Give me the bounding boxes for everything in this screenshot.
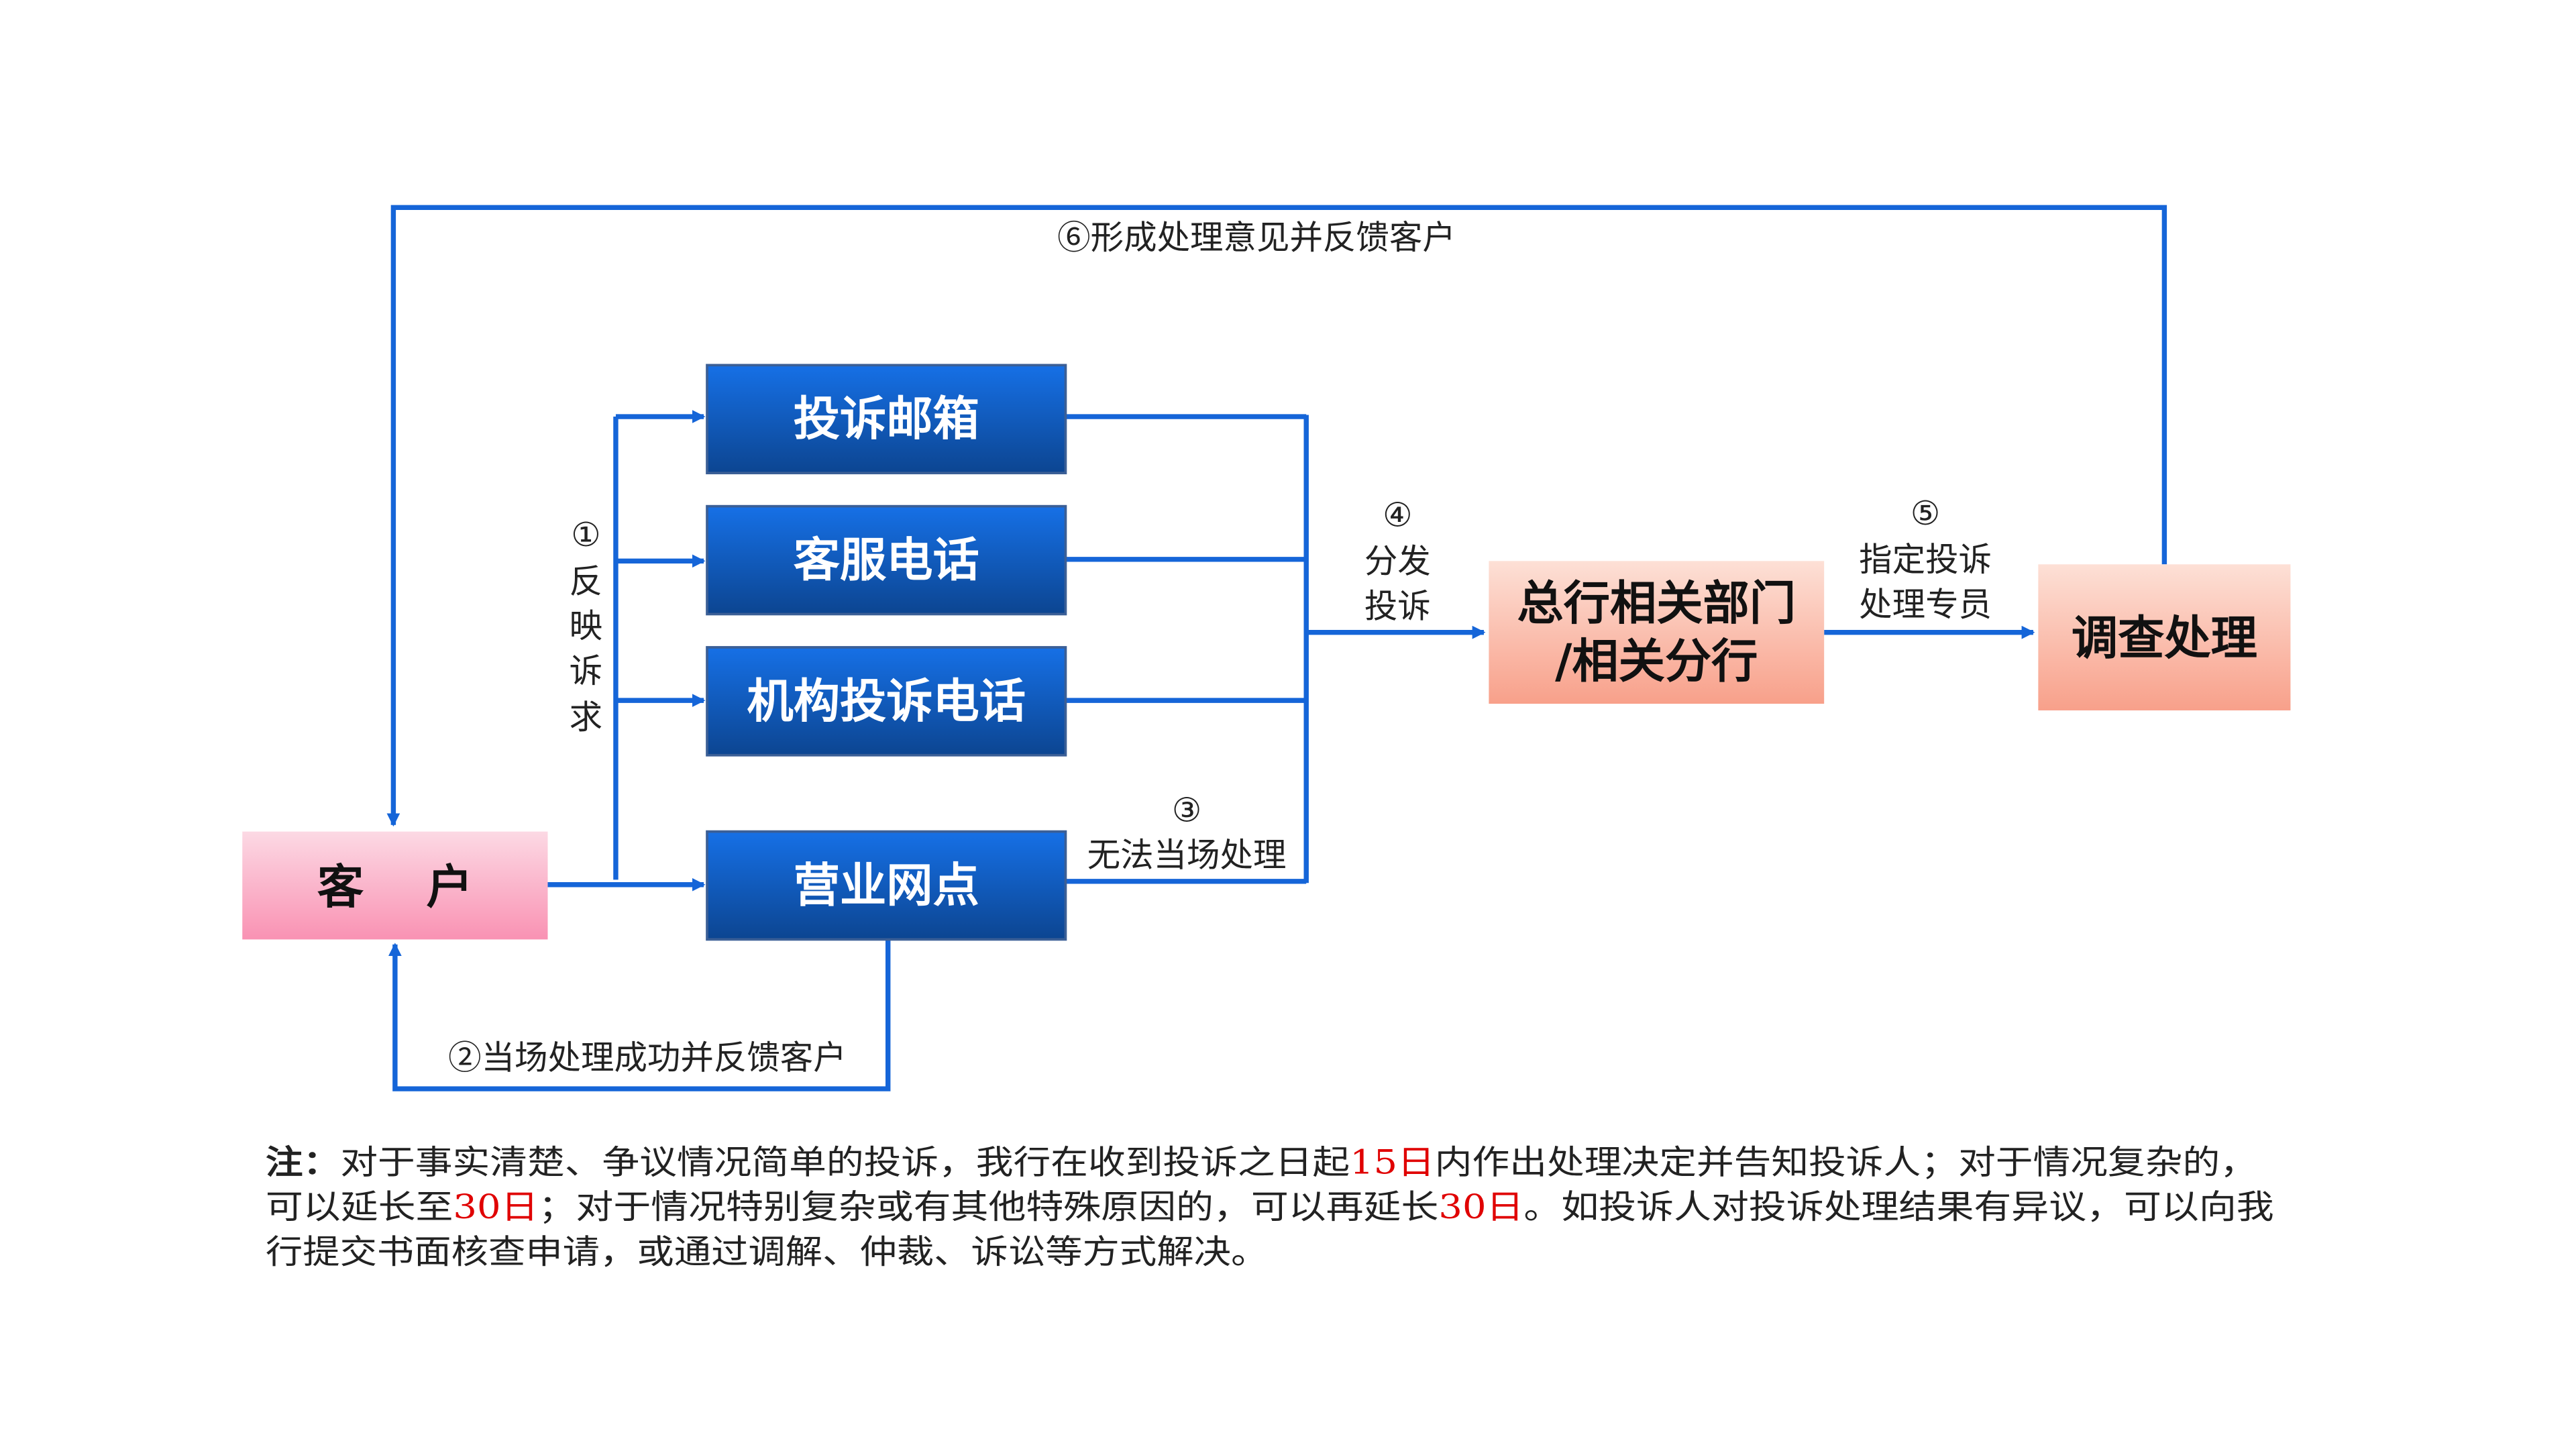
step2-label: ②当场处理成功并反馈客户: [448, 1038, 847, 1077]
step4-label-2: 投诉: [1364, 586, 1431, 625]
svg-text:①: ①: [571, 515, 600, 554]
svg-text:调查处理: 调查处理: [2072, 612, 2257, 665]
step4-label-1: 分发: [1364, 542, 1431, 581]
svg-text:求: 求: [570, 698, 602, 737]
step5-label-2: 处理专员: [1859, 585, 1992, 624]
feedback-loop-bottom: [388, 939, 891, 1091]
box-service-phone: 客服电话: [706, 504, 1067, 616]
box-mailbox: 投诉邮箱: [706, 364, 1067, 475]
svg-text:客 户: 客 户: [317, 861, 473, 914]
connectors: [386, 205, 2167, 1091]
svg-text:投诉邮箱: 投诉邮箱: [794, 392, 979, 446]
step6-label: ⑥形成处理意见并反馈客户: [1057, 218, 1456, 257]
svg-text:机构投诉电话: 机构投诉电话: [747, 675, 1026, 729]
box-investigate: 调查处理: [2038, 564, 2291, 710]
box-branch-phone: 机构投诉电话: [706, 646, 1067, 757]
svg-text:总行相关部门: 总行相关部门: [1517, 577, 1796, 631]
svg-text:诉: 诉: [570, 651, 602, 690]
step4-number: ④: [1383, 495, 1412, 534]
svg-text:反: 反: [570, 561, 602, 600]
box-hq: 总行相关部门/相关分行: [1489, 561, 1825, 704]
svg-text:客服电话: 客服电话: [794, 534, 979, 588]
svg-text:营业网点: 营业网点: [794, 859, 979, 913]
step5-label-1: 指定投诉: [1859, 540, 1992, 579]
step1-label: ① 反 映 诉 求: [570, 515, 602, 737]
footnote-line-3: 行提交书面核查申请，或通过调解、仲裁、诉讼等方式解决。: [266, 1232, 1268, 1271]
step5-number: ⑤: [1911, 494, 1940, 533]
box-outlet: 营业网点: [706, 830, 1067, 941]
step3-number: ③: [1172, 791, 1201, 830]
box-customer: 客 户: [242, 831, 548, 940]
svg-text:映: 映: [570, 606, 602, 645]
merge-lines: [1065, 414, 1309, 884]
svg-text:/相关分行: /相关分行: [1555, 635, 1758, 688]
feedback-loop-top: [386, 205, 2167, 827]
step3-label: 无法当场处理: [1087, 836, 1287, 875]
